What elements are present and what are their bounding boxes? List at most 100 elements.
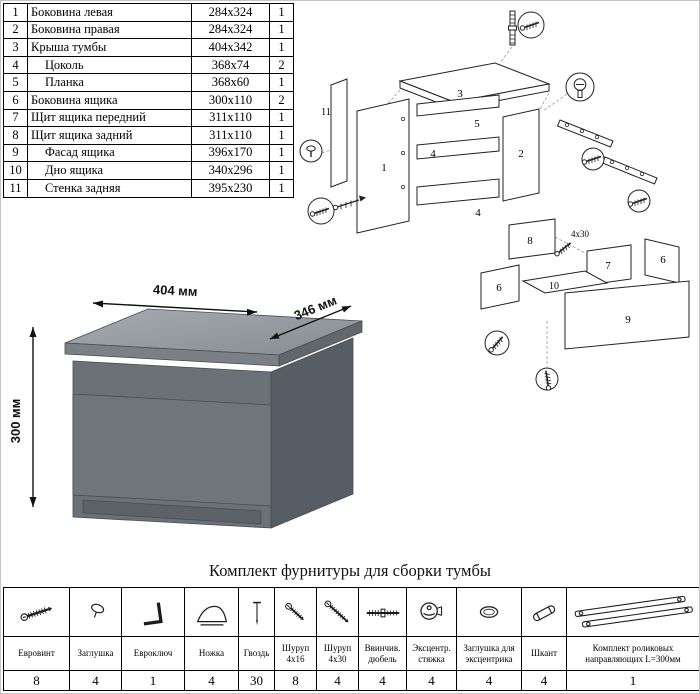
- panel-5-strip: [416, 94, 500, 117]
- part-number: 11: [3, 178, 28, 198]
- part-label-6: 6: [496, 282, 502, 294]
- parts-row: 9 Фасад ящика 396х170 1: [3, 143, 294, 163]
- parts-row: 7 Щит ящика передний 311х110 1: [3, 108, 294, 128]
- part-qty: 2: [269, 55, 294, 75]
- parts-row: 2 Боковина правая 284х324 1: [3, 20, 294, 40]
- height-dimension: 300 мм: [8, 399, 23, 444]
- parts-table: 1 Боковина левая 284х324 1 2 Боковина пр…: [3, 3, 294, 198]
- parts-row: 3 Крыша тумбы 404х342 1: [3, 38, 294, 57]
- hardware-label: Заглушка: [69, 636, 122, 671]
- cabinet-drawing: 404 мм 346 мм 300 мм: [8, 282, 363, 529]
- hardware-qty: 8: [274, 670, 317, 691]
- part-number: 9: [3, 143, 28, 163]
- part-number: 2: [3, 20, 28, 40]
- hardware-icon-cell: [121, 587, 185, 637]
- panel-4-plinth-b: [416, 178, 500, 206]
- hardware-qty: 4: [456, 670, 522, 691]
- panel-6-drawer-side-left: [480, 264, 520, 310]
- panel-10-drawer-bottom: [521, 270, 609, 294]
- part-qty: 1: [269, 38, 294, 57]
- part-size: 395х230: [191, 178, 270, 198]
- euro-screw-icon: [19, 606, 52, 621]
- part-number: 1: [3, 3, 28, 22]
- part-size: 340х296: [191, 161, 270, 180]
- hardware-qty-row: 8 4 1 4 30 8 4 4 4 4 4 1: [3, 670, 699, 691]
- part-size: 368х60: [191, 73, 270, 92]
- part-size: 300х110: [191, 90, 270, 110]
- part-label-2: 2: [518, 148, 524, 160]
- part-qty: 1: [269, 3, 294, 22]
- part-name: Цоколь: [27, 55, 192, 75]
- hardware-icon-cell: [566, 587, 699, 637]
- part-qty: 1: [269, 126, 294, 145]
- hardware-kit-title: Комплект фурнитуры для сборки тумбы: [209, 561, 491, 580]
- parts-row: 1 Боковина левая 284х324 1: [3, 3, 294, 22]
- foot-icon: [196, 605, 227, 626]
- hardware-qty: 1: [566, 670, 699, 691]
- panel-hole-details: [401, 14, 644, 189]
- hardware-label: Евроключ: [121, 636, 185, 671]
- panel-4-plinth-a: [416, 136, 500, 160]
- parts-row: 5 Планка 368х60 1: [3, 73, 294, 92]
- hardware-qty: 4: [521, 670, 567, 691]
- dowel-icon: [532, 605, 556, 622]
- cap-icon: [90, 603, 104, 618]
- hardware-label: Шуруп 4х30: [316, 636, 359, 671]
- parts-row: 11 Стенка задняя 395х230 1: [3, 178, 294, 198]
- cam-cap-icon: [479, 606, 499, 618]
- hardware-qty: 4: [69, 670, 122, 691]
- hardware-label: Шкант: [521, 636, 567, 671]
- hardware-label: Евровинт: [3, 636, 70, 671]
- screw-size-note: 4х30: [571, 229, 590, 239]
- insert-arrow: [359, 195, 366, 202]
- panel-2-right-side: [502, 108, 540, 202]
- hardware-label: Эксцентр. стяжка: [406, 636, 457, 671]
- part-label-8: 8: [527, 235, 533, 247]
- part-number-labels: 3 11 1 5 2 4 4 8 7 6 6 10 9 4х30: [321, 88, 666, 326]
- hardware-icon-cell: [316, 587, 359, 637]
- cabinet-top-side-edge: [278, 320, 363, 367]
- part-label-6: 6: [660, 254, 666, 266]
- part-size: 284х324: [191, 3, 270, 22]
- parts-row: 4 Цоколь 368х74 2: [3, 55, 294, 75]
- part-qty: 2: [269, 90, 294, 110]
- hardware-icon-cell: [406, 587, 457, 637]
- hardware-label: Ввинчив. дюбель: [358, 636, 407, 671]
- hardware-icon-cell: [521, 587, 567, 637]
- part-qty: 1: [269, 108, 294, 128]
- hardware-qty: 4: [358, 670, 407, 691]
- part-qty: 1: [269, 73, 294, 92]
- part-number: 5: [3, 73, 28, 92]
- part-number: 4: [3, 55, 28, 75]
- hex-key-icon: [143, 602, 163, 626]
- part-number: 7: [3, 108, 28, 128]
- hardware-icon-cell: [184, 587, 239, 637]
- part-name: Щит ящика передний: [27, 108, 192, 128]
- hardware-icon-cell: [358, 587, 407, 637]
- part-label-5: 5: [474, 118, 480, 130]
- dowel-bolt-collar: [508, 25, 517, 31]
- part-name: Боковина правая: [27, 20, 192, 40]
- part-qty: 1: [269, 143, 294, 163]
- hardware-icon-cell: [238, 587, 275, 637]
- part-size: 311х110: [191, 108, 270, 128]
- cam-lock-icon: [419, 602, 442, 620]
- part-size: 404х342: [191, 38, 270, 57]
- drawer-slide-rail: [556, 119, 614, 148]
- part-label-10: 10: [549, 281, 559, 292]
- hardware-qty: 4: [316, 670, 359, 691]
- hardware-label: Комплект роликовых направляющих L=300мм: [566, 636, 699, 671]
- panel-1-left-side: [356, 98, 410, 234]
- hardware-qty: 4: [184, 670, 239, 691]
- part-size: 284х324: [191, 20, 270, 40]
- part-qty: 1: [269, 178, 294, 198]
- part-number: 8: [3, 126, 28, 145]
- width-dimension: 404 мм: [153, 282, 198, 299]
- cabinet-drawer-front: [72, 393, 272, 507]
- parts-row: 8 Щит ящика задний 311х110 1: [3, 126, 294, 145]
- detail-callout-glyphs: [306, 20, 648, 392]
- hardware-label: Шуруп 4х16: [274, 636, 317, 671]
- part-name: Планка: [27, 73, 192, 92]
- hardware-qty: 4: [406, 670, 457, 691]
